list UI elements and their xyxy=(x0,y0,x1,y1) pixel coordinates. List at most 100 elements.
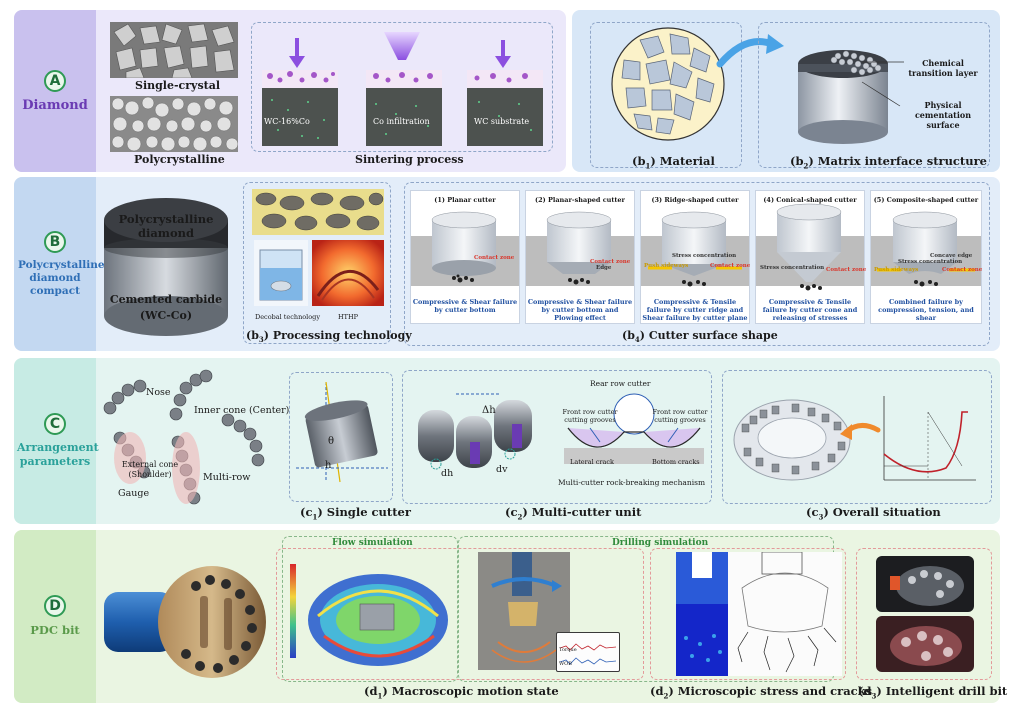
intelligent-bit-image-2 xyxy=(876,616,974,672)
row-d-badge: D xyxy=(44,595,66,617)
processing-box xyxy=(243,182,391,344)
row-c-side: C Arrangement parameters xyxy=(14,358,99,524)
row-a-side: A Diamond xyxy=(14,10,96,172)
sintering-diagram xyxy=(262,32,543,146)
nose-label: Nose xyxy=(146,387,171,398)
cutter-2-desc: Compressive & Shear failure by cutter bo… xyxy=(527,298,633,322)
d3-outline xyxy=(856,548,992,680)
overall-box xyxy=(722,370,992,504)
torque-wob-signal xyxy=(560,643,616,665)
pdc-top-label: Polycrystalline diamond xyxy=(118,212,214,240)
row-c-side-label: Arrangement parameters xyxy=(17,441,99,468)
d1-caption: (d1) Macroscopic motion state xyxy=(364,684,559,701)
drill-sim-label: Drilling simulation xyxy=(612,538,709,548)
decobal-image xyxy=(254,240,308,306)
sinter-label-2: Co infiltration xyxy=(373,117,430,126)
theta-label: θ xyxy=(328,436,335,447)
pdc-compact-cylinder xyxy=(104,198,228,336)
blue-arrow xyxy=(716,34,784,68)
lateral-crack-label: Lateral crack xyxy=(570,458,614,466)
row-d-side-label: PDC bit xyxy=(30,623,80,637)
flow-sim-box xyxy=(282,536,458,682)
cutter-4-title: (4) Conical-shaped cutter xyxy=(763,196,857,204)
cutter-1-zone: Contact zone xyxy=(474,255,515,261)
front-left-label: Front row cutter cutting grooves xyxy=(562,408,618,424)
processing-grain-image xyxy=(252,189,384,235)
row-a-badge: A xyxy=(44,69,66,92)
cutter-2-edge: Edge xyxy=(596,265,612,271)
external-cone-label: External cone (Shoulder) xyxy=(121,460,179,479)
multi-row-label: Multi-row xyxy=(203,472,251,483)
delta-h-label: Δh xyxy=(482,405,496,416)
c1-caption: (c1) Single cutter xyxy=(300,505,411,522)
cutter-shape-box xyxy=(404,182,990,346)
b2-caption: (b2) Matrix interface structure xyxy=(790,154,987,171)
sinter-label-1: WC-16%Co xyxy=(264,117,310,126)
cutter-3-title: (3) Ridge-shaped cutter xyxy=(651,196,739,204)
single-cutter-box xyxy=(289,372,393,502)
bit-profile-curve xyxy=(883,396,976,481)
cutter-3-desc: Compressive & Tensile failure by cutter … xyxy=(642,298,748,322)
flow-sim-image xyxy=(290,564,448,666)
rock-breaking-diagram xyxy=(564,393,704,464)
c3-caption: (c3) Overall situation xyxy=(806,505,941,522)
cutter-1-desc: Compressive & Shear failure by cutter bo… xyxy=(412,298,518,314)
multi-cutter-box xyxy=(402,370,712,504)
physical-cementation-label: Physical cementation surface xyxy=(914,100,972,130)
gauge-label: Gauge xyxy=(118,488,150,499)
cutter-5-title: (5) Composite-shaped cutter xyxy=(873,196,979,204)
pdc-cutter-3d xyxy=(798,50,888,144)
h-label: h xyxy=(325,460,332,471)
torque-wob-monitor xyxy=(556,632,620,672)
intelligent-bit-image-1 xyxy=(876,556,974,612)
torque-label: Torque xyxy=(559,647,577,653)
b4-caption: (b4) Cutter surface shape xyxy=(622,329,778,345)
drilling-sim-image xyxy=(478,552,570,670)
bit-profile-ring xyxy=(733,399,851,481)
d3-caption: (d3) Intelligent drill bit xyxy=(858,684,1008,701)
cutter-3-stress: Stress concentration xyxy=(672,253,737,259)
stress-sim-image xyxy=(676,552,728,676)
bottom-cracks-label: Bottom cracks xyxy=(652,458,700,466)
cutter-5-desc: Combined failure by compression, tension… xyxy=(878,298,974,322)
flow-sim-label: Flow simulation xyxy=(332,538,413,548)
single-cutter-diagram xyxy=(296,382,388,483)
hthp-label: HTHP xyxy=(338,313,359,321)
row-d-side: D PDC bit xyxy=(14,530,96,703)
crack-sim-image xyxy=(728,552,842,676)
mechanism-label: Multi-cutter rock-breaking mechanism xyxy=(558,478,706,487)
chemical-transition-label: Chemical transition layer xyxy=(908,58,978,78)
cutter-5-push: Push sideways xyxy=(874,267,919,273)
single-crystal-image xyxy=(110,22,238,78)
single-crystal-label: Single-crystal xyxy=(135,79,221,92)
b3-caption: (b3) Processing technology xyxy=(246,329,412,345)
cutter-4-desc: Compressive & Tensile failure by cutter … xyxy=(762,298,858,322)
pdc-bit-image xyxy=(104,566,266,678)
material-box xyxy=(590,22,742,168)
cutter-3-push: Push sideways xyxy=(644,263,689,269)
pdc-body-label: Cemented carbide (WC-Co) xyxy=(109,293,223,322)
rear-row-label: Rear row cutter xyxy=(590,379,651,388)
cutter-4-stress: Stress concentration xyxy=(760,265,825,271)
d2-caption: (d2) Microscopic stress and cracks xyxy=(650,684,873,701)
material-grain-circle xyxy=(611,27,725,141)
inner-cone-label: Inner cone (Center) xyxy=(194,405,290,416)
multi-cutter-3d xyxy=(418,393,532,470)
interface-leader-lines xyxy=(861,61,904,107)
cutter-arrangement-art xyxy=(103,369,265,505)
cutter-4-zone: Contact zone xyxy=(826,267,867,273)
matrix-interface-box xyxy=(758,22,990,168)
wob-label: WOB xyxy=(559,661,572,667)
cutter-2-title: (2) Planar-shaped cutter xyxy=(535,196,625,204)
d2-outline xyxy=(650,548,846,680)
d1-outline xyxy=(276,548,644,680)
c2-caption: (c2) Multi-cutter unit xyxy=(505,505,642,522)
sinter-label-3: WC substrate xyxy=(474,117,530,126)
sintering-box xyxy=(251,22,553,152)
b1-caption: (b1) Material xyxy=(632,154,715,171)
orange-arrow xyxy=(840,423,881,440)
hthp-image xyxy=(312,240,384,306)
front-right-label: Front row cutter cutting grooves xyxy=(652,408,708,424)
cutter-5-stress: Stress concentration xyxy=(898,259,963,265)
row-c-badge: C xyxy=(44,413,66,435)
